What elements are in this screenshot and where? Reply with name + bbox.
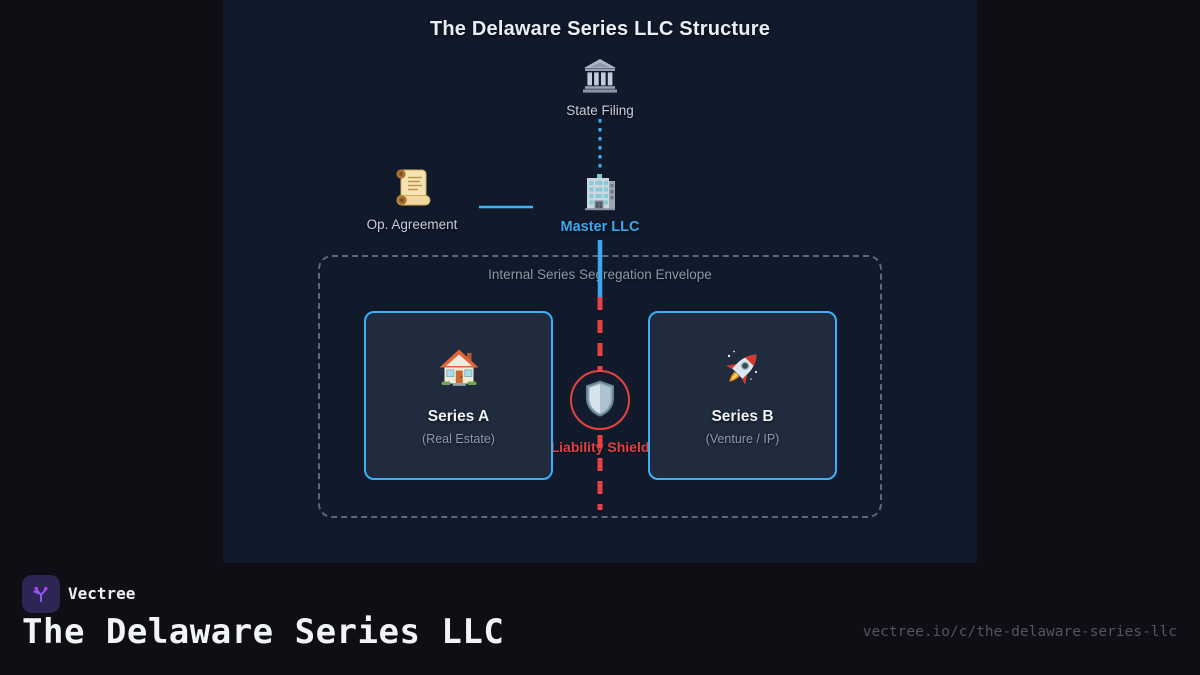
rocket-icon — [721, 346, 765, 395]
brand-name: Vectree — [68, 584, 136, 603]
diagram-title: The Delaware Series LLC Structure — [429, 18, 771, 40]
series-a-card[interactable]: Series A (Real Estate) — [364, 311, 553, 480]
vectree-logo[interactable] — [22, 575, 60, 613]
footer-title: The Delaware Series LLC — [22, 612, 505, 652]
node-master-llc[interactable]: Master LLC — [540, 171, 660, 235]
node-op-agreement[interactable]: Op. Agreement — [352, 163, 472, 232]
series-b-subtitle: (Venture / IP) — [705, 431, 780, 446]
office-building-icon — [580, 171, 620, 211]
series-a-title: Series A — [427, 407, 490, 425]
node-label: Master LLC — [560, 219, 640, 235]
series-a-subtitle: (Real Estate) — [422, 431, 495, 446]
envelope-label: Internal Series Segregation Envelope — [488, 267, 712, 282]
liability-shield-node[interactable] — [570, 370, 630, 430]
vectree-branch-icon — [33, 586, 48, 602]
node-state-filing[interactable]: State Filing — [540, 55, 660, 118]
series-b-card[interactable]: Series B (Venture / IP) — [648, 311, 837, 480]
series-b-title: Series B — [711, 407, 774, 425]
shield-icon — [583, 379, 617, 422]
house-icon — [437, 346, 481, 395]
bank-icon — [580, 55, 620, 95]
footer-url[interactable]: vectree.io/c/the-delaware-series-llc — [862, 624, 1177, 640]
scroll-icon — [389, 163, 435, 209]
node-label: State Filing — [566, 103, 634, 118]
node-label: Op. Agreement — [366, 217, 458, 232]
